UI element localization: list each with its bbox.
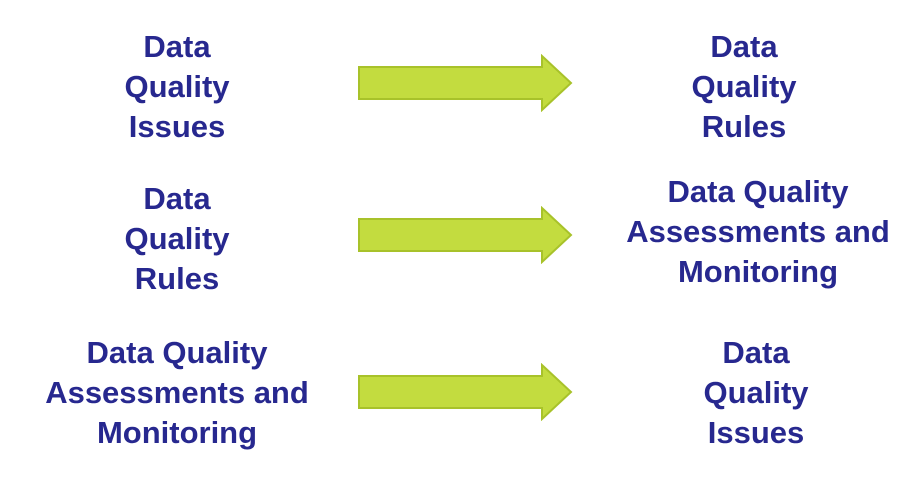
row-3-source-line-3: Monitoring (96, 415, 258, 450)
row-2-source-line-1: Data (143, 181, 211, 216)
row-3-target-line-1: Data (722, 335, 790, 370)
row-1-source-label: Data Quality Issues (124, 27, 229, 147)
row-1-source-line-2: Quality (124, 69, 230, 104)
row-3-target-line-3: Issues (707, 415, 805, 450)
row-3-source-label: Data Quality Assessments and Monitoring (45, 333, 309, 453)
row-1-target-line-2: Quality (691, 69, 797, 104)
row-2-source-label: Data Quality Rules (124, 179, 229, 299)
row-2-target-line-3: Monitoring (677, 254, 839, 289)
row-1-arrow (358, 54, 573, 112)
row-2-source-line-2: Quality (124, 221, 230, 256)
row-1-source-line-3: Issues (128, 109, 226, 144)
row-2-arrow (358, 206, 573, 264)
row-3-target-line-2: Quality (703, 375, 809, 410)
row-1-target-line-1: Data (710, 29, 778, 64)
row-2-target-line-1: Data Quality (667, 174, 849, 209)
row-2-target-line-2: Assessments and (626, 214, 890, 249)
row-1-source-line-1: Data (143, 29, 211, 64)
row-2-target-label: Data Quality Assessments and Monitoring (626, 172, 890, 292)
row-3-source-line-1: Data Quality (86, 335, 268, 370)
row-2-source-line-3: Rules (134, 261, 220, 296)
row-1-target-line-3: Rules (701, 109, 787, 144)
row-3-source-line-2: Assessments and (45, 375, 309, 410)
row-3-arrow (358, 363, 573, 421)
row-1-arrow-shape (358, 54, 573, 112)
row-1-target-label: Data Quality Rules (691, 27, 796, 147)
row-3-arrow-shape (358, 363, 573, 421)
row-2-arrow-shape (358, 206, 573, 264)
row-3-target-label: Data Quality Issues (703, 333, 808, 453)
